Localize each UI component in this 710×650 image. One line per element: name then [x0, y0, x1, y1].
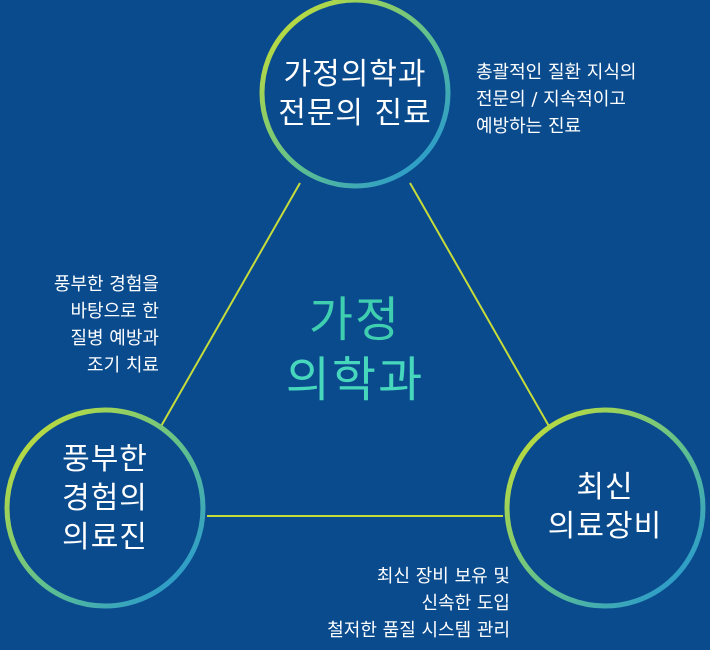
note-left-line-3: 질병 예방과 [70, 328, 159, 349]
center-title-line-2: 의학과 [285, 352, 425, 408]
note-left-line-1: 풍부한 경험을 [53, 274, 159, 295]
center-title: 가정 의학과 [255, 290, 455, 410]
node-circle-top [259, 0, 451, 189]
connector-top-right [409, 182, 551, 429]
node-top-line-1: 가정의학과 [283, 57, 427, 92]
note-top-right: 총괄적인 질환 지식의 전문의 / 지속적이고 예방하는 진료 [476, 59, 636, 140]
node-left-line-2: 경험의 [62, 481, 148, 516]
note-left-line-2: 바탕으로 한 [70, 301, 159, 322]
note-top-right-line-1: 총괄적인 질환 지식의 [476, 62, 637, 83]
note-left: 풍부한 경험을 바탕으로 한 질병 예방과 조기 치료 [20, 271, 159, 379]
connector-top-left [159, 182, 301, 429]
note-left-line-4: 조기 치료 [87, 355, 159, 376]
node-label-top: 가정의학과 전문의 진료 [262, 55, 448, 133]
note-bottom-line-2: 신속한 도입 [421, 593, 510, 614]
node-right-line-1: 최신 [576, 470, 634, 505]
note-top-right-line-3: 예방하는 진료 [476, 116, 582, 137]
node-circle-left [4, 407, 206, 609]
node-label-right: 최신 의료장비 [510, 468, 700, 546]
node-left-line-1: 풍부한 [62, 442, 148, 477]
note-bottom: 최신 장비 보유 및 신속한 도입 철저한 품질 시스템 관리 [270, 563, 510, 644]
note-bottom-line-1: 최신 장비 보유 및 [376, 566, 510, 587]
node-right-line-2: 의료장비 [547, 509, 663, 544]
note-top-right-line-2: 전문의 / 지속적이고 [476, 89, 626, 110]
node-left-line-3: 의료진 [62, 520, 148, 555]
node-top-line-2: 전문의 진료 [278, 96, 432, 131]
node-circle-right [504, 407, 706, 609]
center-title-line-1: 가정 [308, 292, 402, 348]
note-bottom-line-3: 철저한 품질 시스템 관리 [327, 620, 510, 641]
node-label-left: 풍부한 경험의 의료진 [10, 440, 200, 557]
